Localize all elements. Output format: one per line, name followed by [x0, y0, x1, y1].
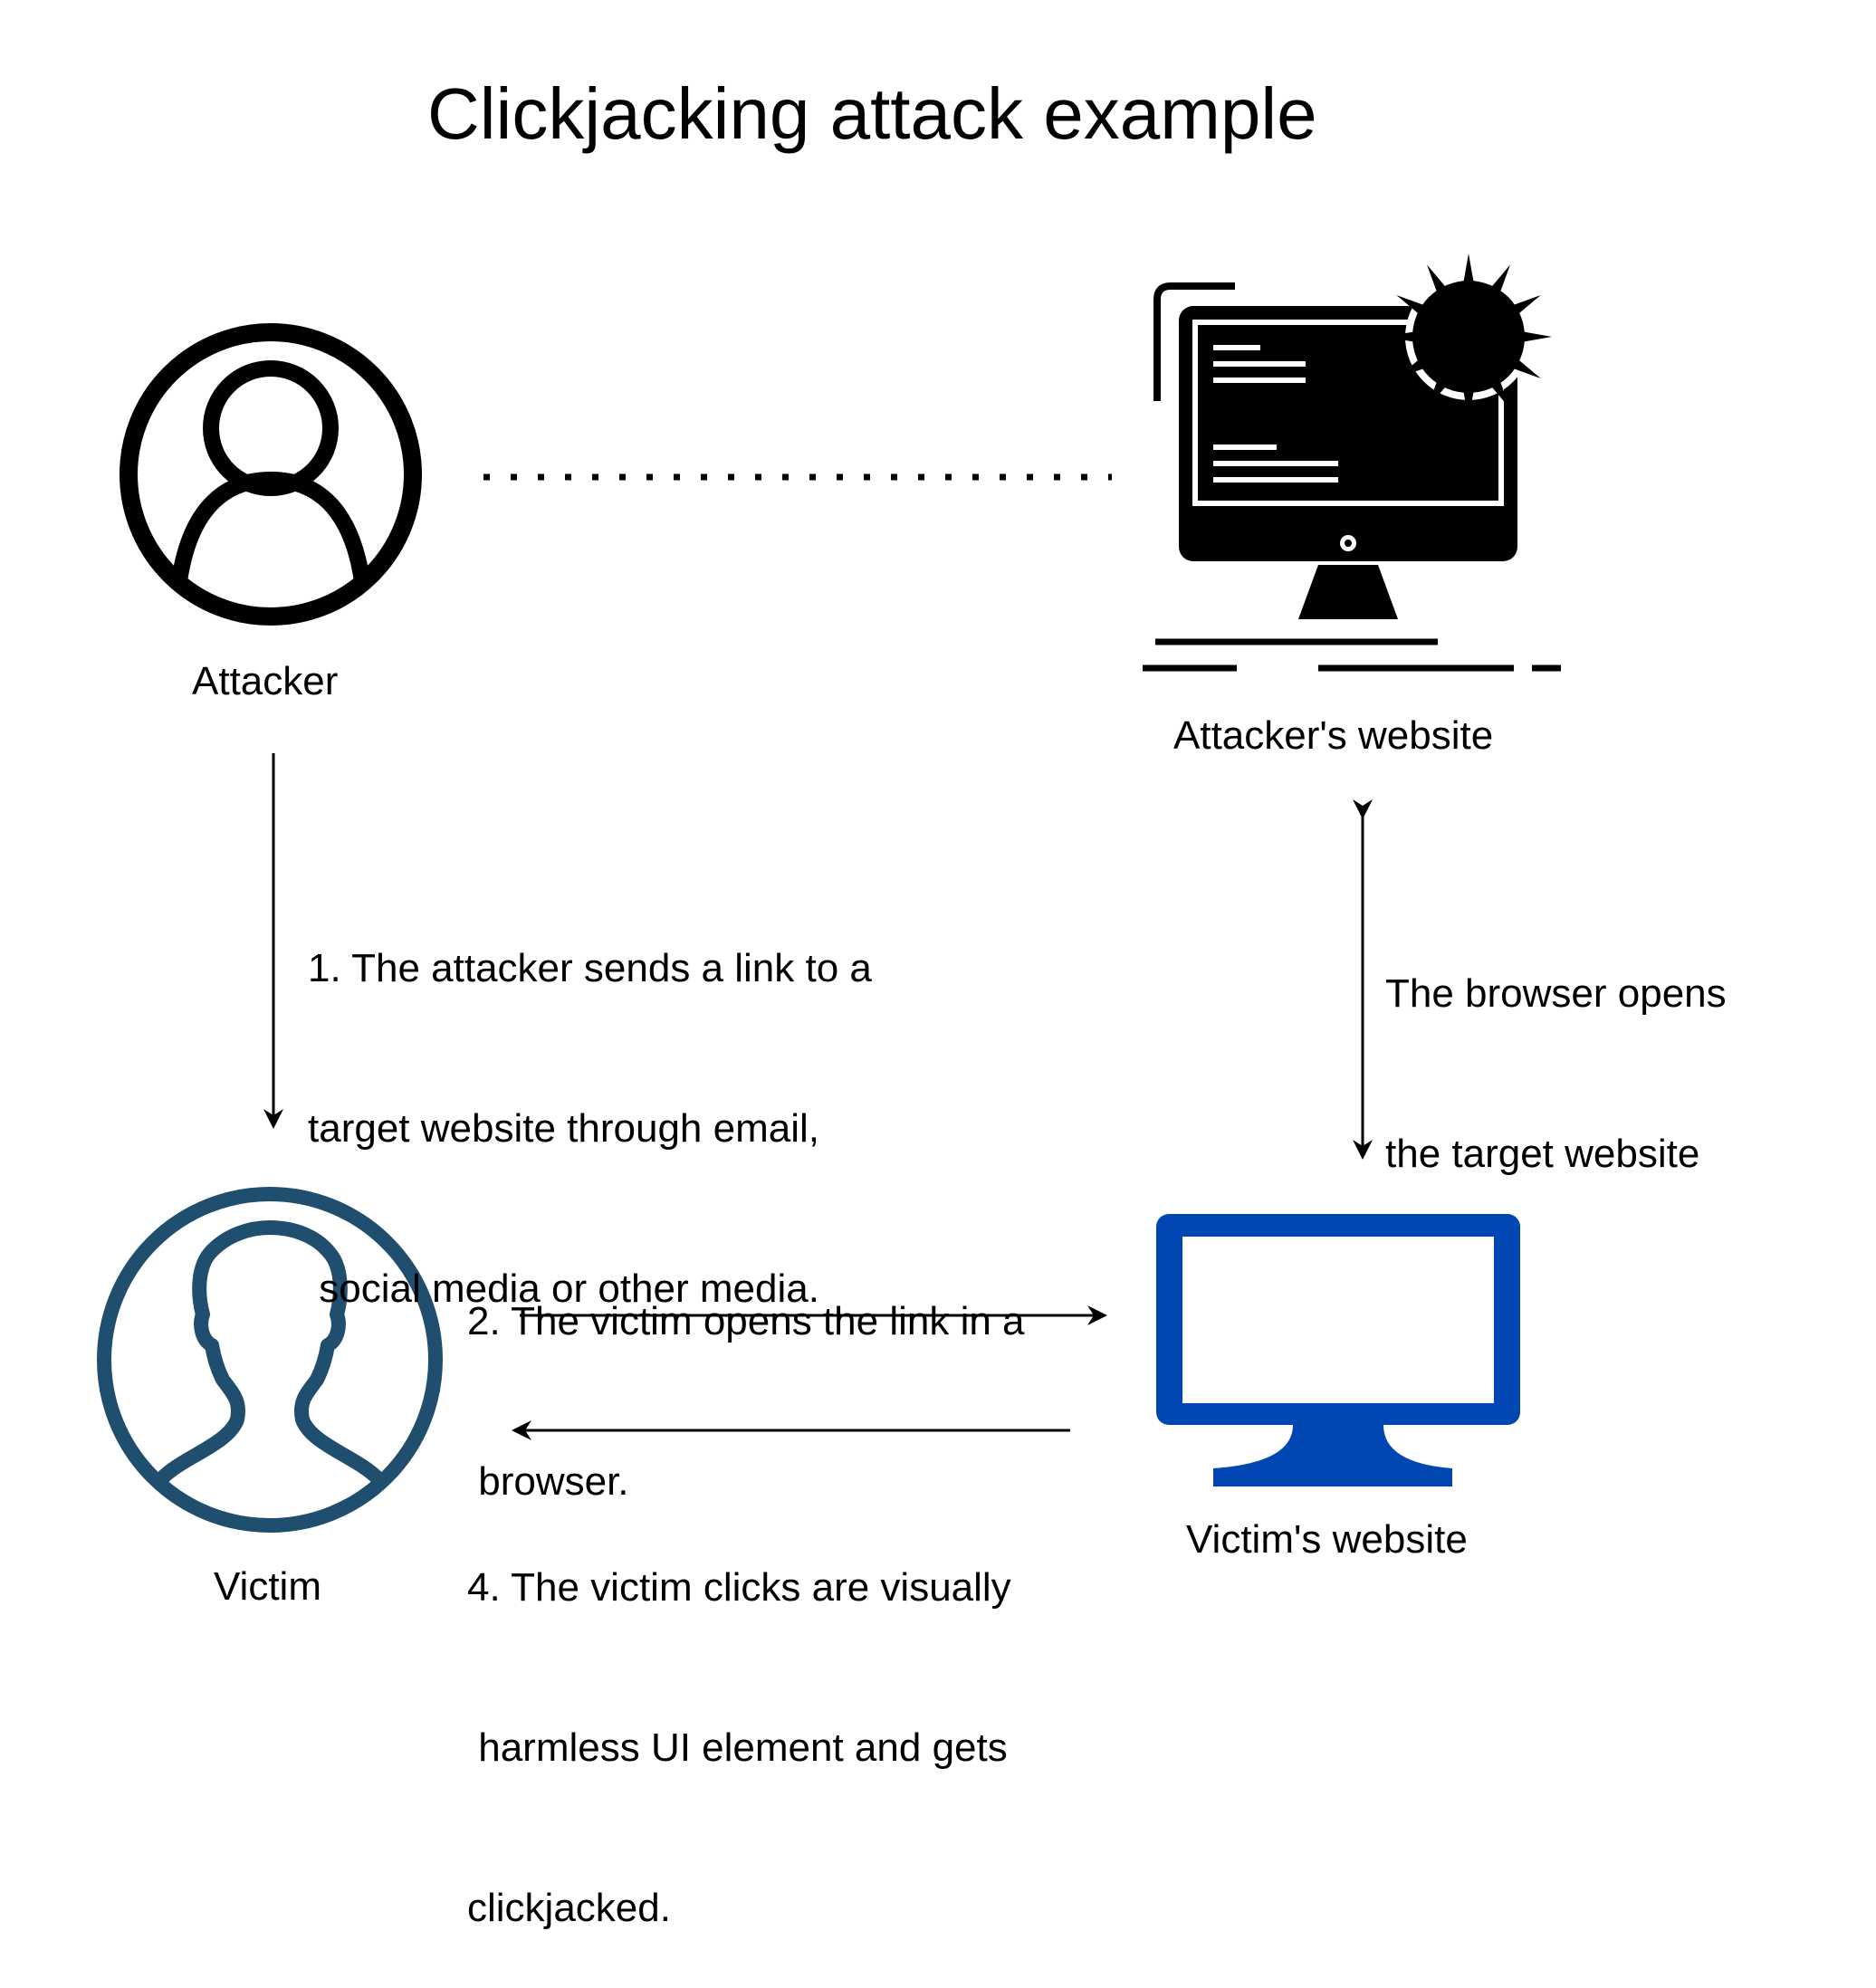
- step4-line: harmless UI element and gets: [467, 1725, 1008, 1770]
- step3-line: The browser opens: [1385, 971, 1727, 1016]
- attacker-website-label: Attacker's website: [1173, 713, 1494, 758]
- diagram-canvas: [97, 253, 1561, 1533]
- step1-line: social media or other media.: [308, 1266, 819, 1311]
- victim-label: Victim: [214, 1564, 321, 1609]
- step1-line: 1. The attacker sends a link to a: [308, 946, 872, 990]
- step2-text: 2. The victim opens the link in a browse…: [467, 1188, 1025, 1562]
- step4-line: clickjacked.: [467, 1886, 671, 1930]
- step2-line: 2. The victim opens the link in a: [467, 1299, 1025, 1343]
- step1-line: target website through email,: [308, 1106, 819, 1151]
- step2-line: browser.: [467, 1459, 629, 1504]
- user-circle-icon: [120, 323, 422, 626]
- step4-line: 4. The victim clicks are visually: [467, 1565, 1011, 1610]
- victim-website-label: Victim's website: [1186, 1517, 1468, 1562]
- step4-text: 4. The victim clicks are visually harmle…: [467, 1454, 1011, 1988]
- attacker-label: Attacker: [192, 659, 339, 703]
- step1-text: 1. The attacker sends a link to a target…: [308, 835, 872, 1369]
- diagram-title: Clickjacking attack example: [427, 73, 1317, 154]
- user-silhouette-icon: [97, 1187, 443, 1533]
- step3-text: The browser opens the target website: [1385, 860, 1727, 1234]
- monitor-icon: [1156, 1214, 1520, 1486]
- step3-line: the target website: [1385, 1132, 1700, 1176]
- monitor-with-gear-icon: [1143, 253, 1561, 672]
